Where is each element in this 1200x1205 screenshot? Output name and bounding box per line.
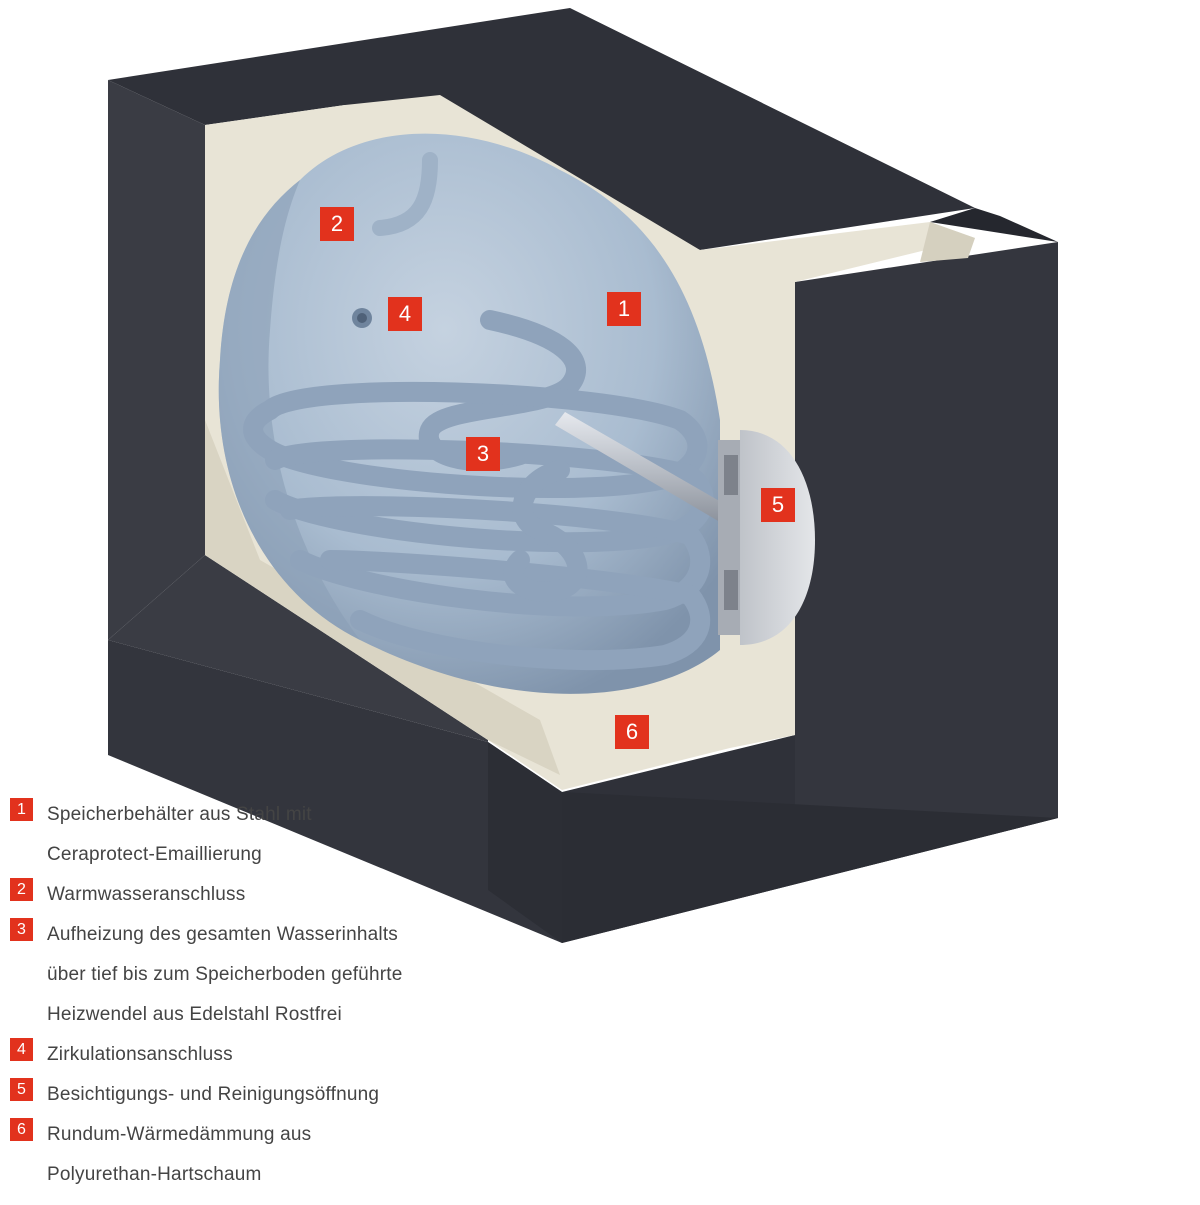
legend-item-2: 2 Warmwasseranschluss [10, 875, 570, 915]
housing-top-edge [930, 208, 1058, 242]
inspection-opening [555, 412, 815, 645]
hot-water-connection [372, 152, 438, 236]
legend-text: Speicherbehälter aus Stahl mit [47, 804, 312, 825]
legend-text: Ceraprotect-Emaillierung [47, 844, 262, 865]
legend-text: Polyurethan-Hartschaum [47, 1164, 262, 1185]
legend-text: Zirkulationsanschluss [47, 1044, 233, 1065]
insulation-right-rim [920, 222, 975, 262]
legend-text: Heizwendel aus Edelstahl Rostfrei [47, 1004, 342, 1025]
housing-left-face [108, 80, 205, 640]
legend-text: Aufheizung des gesamten Wasserinhalts [47, 924, 398, 945]
coil-ring-4 [320, 550, 711, 671]
housing-right-face [795, 242, 1058, 818]
legend-text: Warmwasseranschluss [47, 884, 246, 905]
marker-1: 1 [607, 292, 641, 326]
legend-item-3: 3 Aufheizung des gesamten Wasserinhalts … [10, 915, 570, 1035]
inspection-cover [740, 430, 815, 645]
legend-item-4: 4 Zirkulationsanschluss [10, 1035, 570, 1075]
legend-text: Rundum-Wärmedämmung aus [47, 1124, 312, 1145]
legend-text: Besichtigungs- und Reinigungsöffnung [47, 1084, 380, 1105]
marker-5: 5 [761, 488, 795, 522]
legend-item-1: 1 Speicherbehälter aus Stahl mit Cerapro… [10, 795, 570, 875]
insulation-shadow [205, 420, 560, 775]
legend-item-5: 5 Besichtigungs- und Reinigungsöffnung [10, 1075, 570, 1115]
coil-lower-loop [503, 460, 588, 602]
circulation-connection-hole [357, 313, 367, 323]
legend-number: 1 [10, 798, 33, 821]
marker-4: 4 [388, 297, 422, 331]
legend-number: 4 [10, 1038, 33, 1061]
cover-bolt-bottom [724, 570, 738, 610]
cover-bolt-top [724, 455, 738, 495]
marker-6: 6 [615, 715, 649, 749]
tank-left-end-shade [218, 180, 360, 640]
legend-number: 6 [10, 1118, 33, 1141]
legend-number: 3 [10, 918, 33, 941]
housing-bottom-front-face [488, 742, 562, 943]
legend-number: 2 [10, 878, 33, 901]
coil-ring-3 [280, 496, 711, 617]
marker-3: 3 [466, 437, 500, 471]
housing-top-left [108, 8, 975, 250]
cleaning-rod [555, 412, 735, 525]
legend-item-6: 6 Rundum-Wärmedämmung aus Polyurethan-Ha… [10, 1115, 570, 1195]
legend-number: 5 [10, 1078, 33, 1101]
housing-front-bottom [108, 640, 562, 943]
legend: 1 Speicherbehälter aus Stahl mit Cerapro… [10, 795, 570, 1195]
housing [108, 8, 1058, 943]
housing-left-lower [108, 555, 488, 742]
housing-right-face-dark [562, 792, 1058, 943]
legend-text: über tief bis zum Speicherboden geführte [47, 964, 403, 985]
marker-2: 2 [320, 207, 354, 241]
